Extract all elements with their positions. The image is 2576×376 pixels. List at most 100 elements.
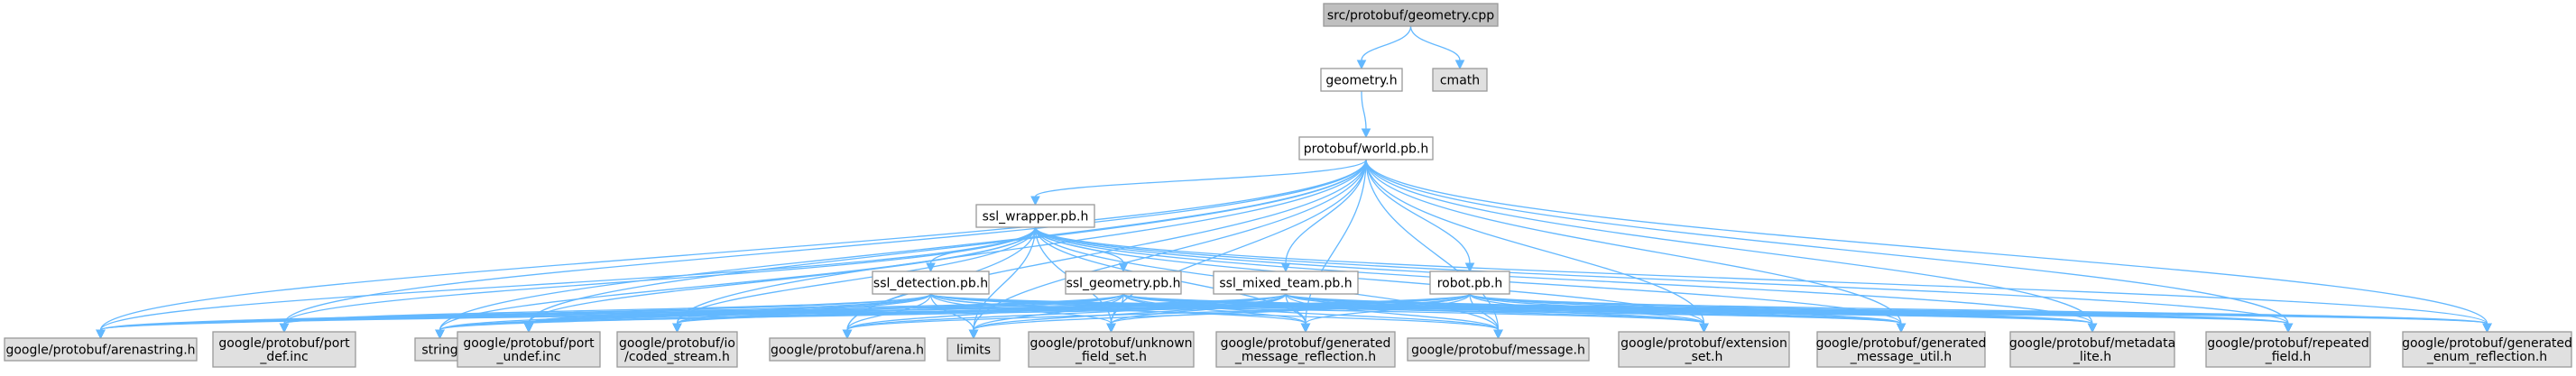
node-world-pb[interactable]: protobuf/world.pb.h [1298,136,1434,160]
node-gen-enum-refl[interactable]: google/protobuf/generated_enum_reflectio… [2402,331,2572,368]
edge-line [1365,159,2093,325]
edge-robot_pb-to-gen_msg_util [1469,293,1907,334]
node-gen-msg-refl[interactable]: google/protobuf/generated_message_reflec… [1215,331,1396,368]
edge-line [1110,159,1367,325]
edge-line [973,293,1287,331]
node-extension-set[interactable]: google/protobuf/extension_set.h [1618,331,1790,368]
node-label: cmath [1440,74,1480,88]
edge-line [1122,293,1902,325]
node-limits[interactable]: limits [946,337,1001,362]
edge-robot_pb-to-metadata_lite [1469,293,2098,334]
node-box [2205,331,2371,368]
edge-line [676,159,1367,325]
edge-arrowhead [523,323,534,334]
edge-robot_pb-to-port_def [279,293,1471,334]
node-geometry-h[interactable]: geometry.h [1320,68,1403,92]
edge-ssl_wrapper-to-ssl_geometry [1034,226,1129,273]
node-label: google/protobuf/generated [1816,336,1987,351]
node-label: google/protobuf/generated [1221,336,1391,351]
edge-line [1034,226,2488,325]
edge-line [1034,226,2289,325]
node-label: ssl_wrapper.pb.h [983,210,1089,225]
node-box [2009,331,2175,368]
node-label: _field_set.h [1075,350,1147,364]
node-repeated-field[interactable]: google/protobuf/repeated_field.h [2205,331,2371,368]
node-message[interactable]: google/protobuf/message.h [1407,337,1590,362]
edge-arrowhead [2482,323,2492,334]
node-label: google/protobuf/generated [2402,336,2572,351]
node-port-def[interactable]: google/protobuf/port_def.inc [212,331,356,368]
edge-line [1469,293,2289,325]
edge-robot_pb-to-gen_enum_refl [1469,293,2492,334]
node-label: google/protobuf/repeated [2207,336,2369,351]
edge-line [1469,293,2488,325]
edge-line [1110,293,1287,325]
node-ssl-detection[interactable]: ssl_detection.pb.h [872,271,990,295]
node-label: protobuf/world.pb.h [1304,142,1428,157]
edge-arrowhead [672,323,682,334]
edge-line [1365,159,1705,325]
node-string[interactable]: string [414,337,466,362]
node-label: geometry.h [1325,74,1397,88]
node-box [1407,337,1590,362]
edge-line [1285,293,1705,325]
edge-line [528,226,1037,325]
edge-line [283,159,1367,325]
edge-line [1122,293,1306,325]
node-label: google/protobuf/arena.h [771,344,924,358]
edge-line [1285,293,1500,331]
node-metadata-lite[interactable]: google/protobuf/metadata_lite.h [2009,331,2175,368]
node-geometry-cpp[interactable]: src/protobuf/geometry.cpp [1323,3,1499,27]
node-arena[interactable]: google/protobuf/arena.h [769,337,926,362]
node-box [616,331,738,368]
node-label: google/protobuf/port [218,336,350,351]
node-cmath[interactable]: cmath [1432,68,1488,92]
node-label: google/protobuf/metadata [2009,336,2175,351]
node-label: google/protobuf/unknown [1029,336,1192,351]
edge-line [1469,293,1902,325]
node-ssl-geometry[interactable]: ssl_geometry.pb.h [1065,271,1182,295]
edge-line [283,293,1471,325]
node-ssl-wrapper[interactable]: ssl_wrapper.pb.h [975,204,1095,228]
edge-arrowhead [1493,329,1503,340]
node-arenastring[interactable]: google/protobuf/arenastring.h [4,337,198,362]
node-label: google/protobuf/io [619,336,735,351]
edge-line [1409,25,1461,61]
node-box [1215,331,1396,368]
edge-line [1122,293,1500,331]
edge-line [1469,293,2093,325]
edge-line [283,226,1037,325]
node-label: _message_reflection.h [1234,350,1376,364]
edge-arrowhead [435,329,445,340]
node-box [1213,271,1359,295]
node-gen-msg-util[interactable]: google/protobuf/generated_message_util.h [1816,331,1987,368]
node-label: google/protobuf/port [463,336,595,351]
node-label: robot.pb.h [1437,277,1503,291]
node-label: _def.inc [259,350,308,364]
node-robot-pb[interactable]: robot.pb.h [1429,271,1510,295]
node-box [1323,3,1499,27]
node-box [1816,331,1986,368]
node-port-undef[interactable]: google/protobuf/port_undef.inc [457,331,601,368]
edge-arrowhead [968,329,979,340]
edge-line [99,159,1367,331]
nodes-layer: src/protobuf/geometry.cpp geometry.h cmath… [4,3,2572,368]
edge-arrowhead [1118,262,1129,273]
edge-arrowhead [1699,323,1709,334]
node-coded-stream[interactable]: google/protobuf/io/coded_stream.h [616,331,738,368]
node-label: /coded_stream.h [624,350,730,364]
edge-line [846,293,1287,331]
edge-line [973,293,1124,331]
edge-arrowhead [279,323,290,334]
node-unknown-field[interactable]: google/protobuf/unknown_field_set.h [1028,331,1195,368]
edge-line [99,226,1037,331]
edge-line [1034,226,2093,325]
edge-robot_pb-to-gen_msg_refl [1300,293,1471,334]
node-label: google/protobuf/message.h [1411,344,1585,358]
edge-robot_pb-to-unknown_field [1106,293,1471,334]
edge-robot_pb-to-repeated_field [1469,293,2294,334]
node-box [457,331,601,368]
node-ssl-mixed-team[interactable]: ssl_mixed_team.pb.h [1213,271,1359,295]
node-label: src/protobuf/geometry.cpp [1327,9,1494,23]
